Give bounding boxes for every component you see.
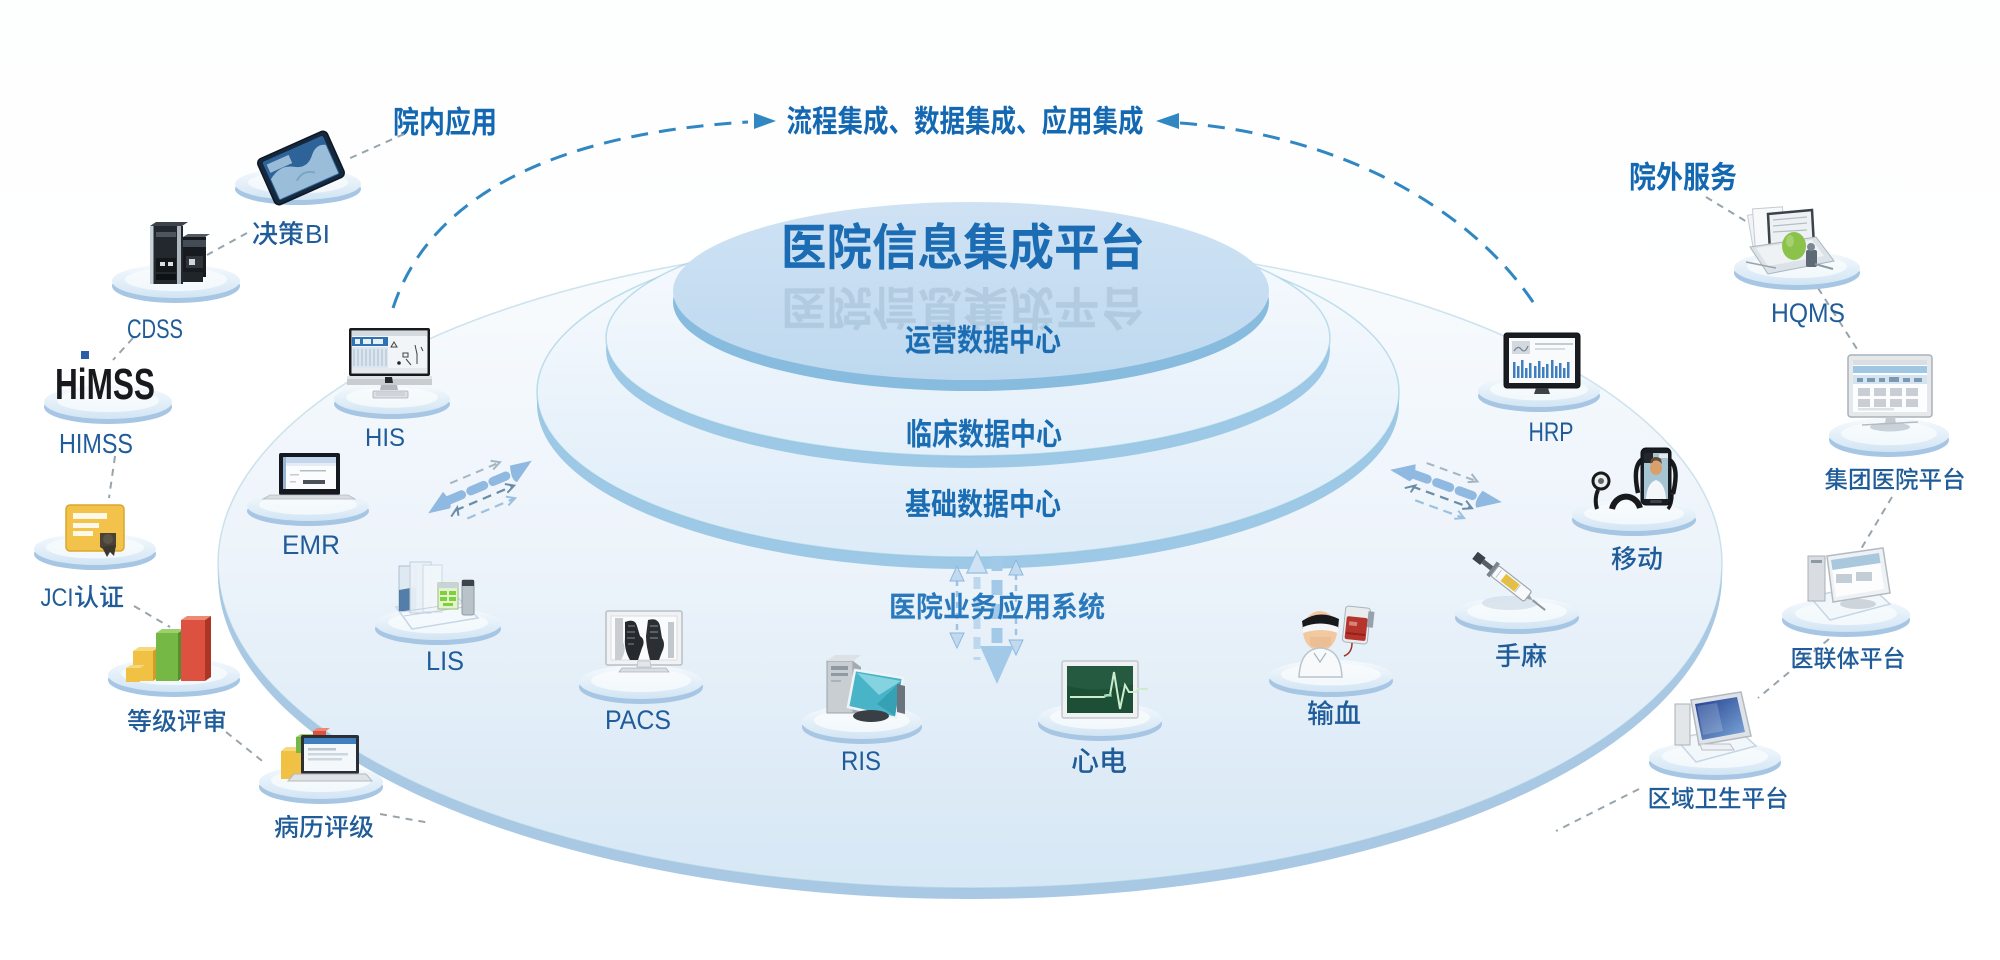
svg-text:CDSS: CDSS bbox=[127, 314, 183, 344]
svg-text:HiMSS: HiMSS bbox=[55, 360, 155, 409]
svg-text:HIS: HIS bbox=[365, 424, 405, 452]
svg-text:HQMS: HQMS bbox=[1771, 298, 1845, 328]
svg-text:HRP: HRP bbox=[1529, 417, 1574, 447]
svg-text:EMR: EMR bbox=[282, 530, 340, 560]
svg-text:PACS: PACS bbox=[605, 705, 671, 735]
svg-text:LIS: LIS bbox=[426, 646, 464, 676]
svg-text:JCI: JCI bbox=[41, 584, 74, 612]
svg-text:HIMSS: HIMSS bbox=[59, 428, 133, 459]
svg-text:RIS: RIS bbox=[841, 746, 881, 776]
svg-text:BI: BI bbox=[305, 219, 330, 249]
